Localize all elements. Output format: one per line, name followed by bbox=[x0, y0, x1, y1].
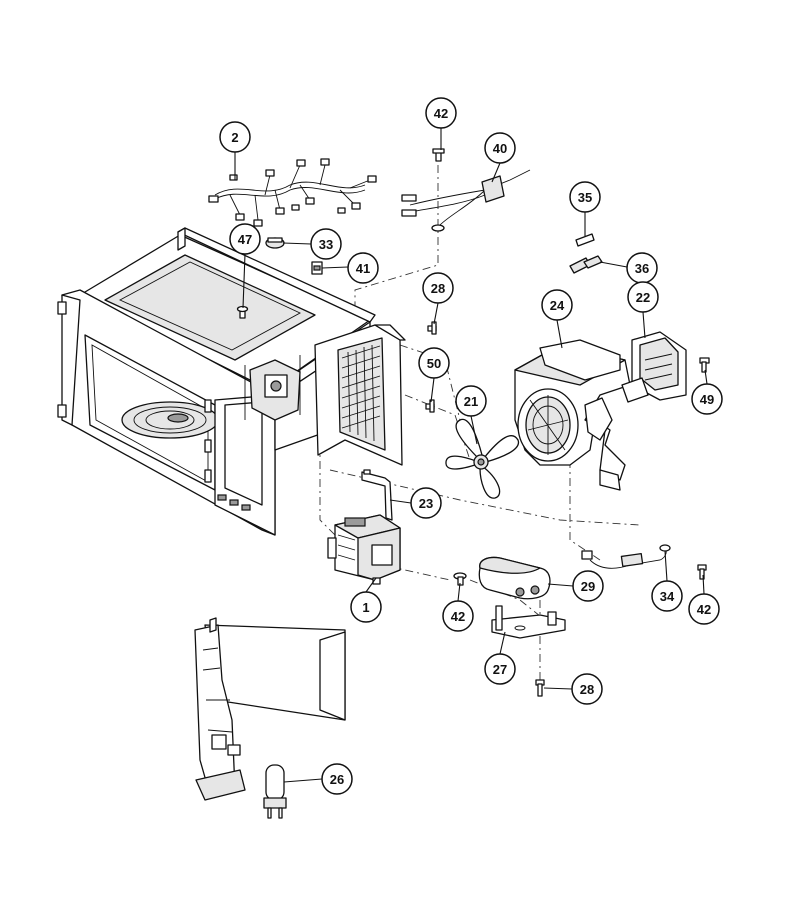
oven-cavity-frame bbox=[57, 227, 376, 536]
thermal-cutout bbox=[265, 237, 285, 249]
fuse bbox=[575, 233, 595, 247]
callout-29: 29 bbox=[572, 570, 604, 602]
lamp-bulb bbox=[263, 764, 287, 819]
callout-27: 27 bbox=[484, 653, 516, 685]
leader-lines bbox=[234, 128, 708, 783]
callout-34: 34 bbox=[651, 580, 683, 612]
callout-number: 42 bbox=[434, 106, 448, 121]
fuse-holder bbox=[569, 255, 603, 274]
screw-42-right bbox=[697, 564, 707, 580]
screw-50 bbox=[425, 399, 435, 413]
noise-filter bbox=[581, 544, 671, 569]
callout-number: 22 bbox=[636, 290, 650, 305]
callout-28-lower: 28 bbox=[571, 673, 603, 705]
callout-number: 35 bbox=[578, 190, 592, 205]
callout-47: 47 bbox=[229, 223, 261, 255]
screw-42-mid bbox=[453, 572, 467, 586]
callout-number: 28 bbox=[580, 682, 594, 697]
vent-panel bbox=[314, 324, 406, 466]
screw-28-upper bbox=[427, 321, 437, 335]
callout-number: 21 bbox=[464, 394, 478, 409]
callout-number: 24 bbox=[550, 298, 565, 313]
callout-number: 27 bbox=[493, 662, 507, 677]
fan-blade bbox=[445, 418, 519, 499]
wire-harness bbox=[208, 158, 377, 227]
callout-49: 49 bbox=[691, 383, 723, 415]
callout-number: 1 bbox=[362, 600, 369, 615]
callout-number: 28 bbox=[431, 281, 445, 296]
callout-number: 26 bbox=[330, 772, 344, 787]
hv-capacitor bbox=[478, 556, 551, 600]
callout-22: 22 bbox=[627, 281, 659, 313]
callout-24: 24 bbox=[541, 289, 573, 321]
callout-2: 2 bbox=[219, 121, 251, 153]
callout-number: 36 bbox=[635, 261, 649, 276]
callout-35: 35 bbox=[569, 181, 601, 213]
callout-number: 2 bbox=[231, 130, 238, 145]
callout-number: 23 bbox=[419, 496, 433, 511]
callout-1: 1 bbox=[350, 591, 382, 623]
power-cord-assembly bbox=[401, 169, 531, 232]
callout-number: 34 bbox=[660, 589, 675, 604]
bracket-23 bbox=[361, 469, 393, 521]
callout-42-top: 42 bbox=[425, 97, 457, 129]
callout-number: 29 bbox=[581, 579, 595, 594]
control-bracket-assembly bbox=[194, 617, 346, 801]
callout-40: 40 bbox=[484, 132, 516, 164]
callout-number: 42 bbox=[451, 609, 465, 624]
switch-41 bbox=[311, 261, 323, 275]
callout-36: 36 bbox=[626, 252, 658, 284]
callout-number: 49 bbox=[700, 392, 714, 407]
callout-number: 33 bbox=[319, 237, 333, 252]
callout-21: 21 bbox=[455, 385, 487, 417]
magnetron bbox=[327, 514, 401, 585]
callout-23: 23 bbox=[410, 487, 442, 519]
callout-26: 26 bbox=[321, 763, 353, 795]
air-guide-duct bbox=[514, 339, 631, 491]
callout-28-upper: 28 bbox=[422, 272, 454, 304]
screw-top bbox=[432, 148, 445, 162]
relay-bracket bbox=[621, 331, 687, 403]
callout-number: 40 bbox=[493, 141, 507, 156]
vent-holes bbox=[341, 344, 381, 442]
callout-number: 41 bbox=[356, 261, 370, 276]
callout-number: 50 bbox=[427, 356, 441, 371]
callout-42-mid: 42 bbox=[442, 600, 474, 632]
callout-33: 33 bbox=[310, 228, 342, 260]
screw-49 bbox=[699, 357, 710, 373]
callout-42-right: 42 bbox=[688, 593, 720, 625]
callout-number: 47 bbox=[238, 232, 252, 247]
callout-50: 50 bbox=[418, 347, 450, 379]
capacitor-bracket bbox=[491, 605, 566, 639]
screw-28-lower bbox=[535, 679, 545, 697]
screw-47 bbox=[236, 305, 249, 319]
callout-41: 41 bbox=[347, 252, 379, 284]
callout-number: 42 bbox=[697, 602, 711, 617]
